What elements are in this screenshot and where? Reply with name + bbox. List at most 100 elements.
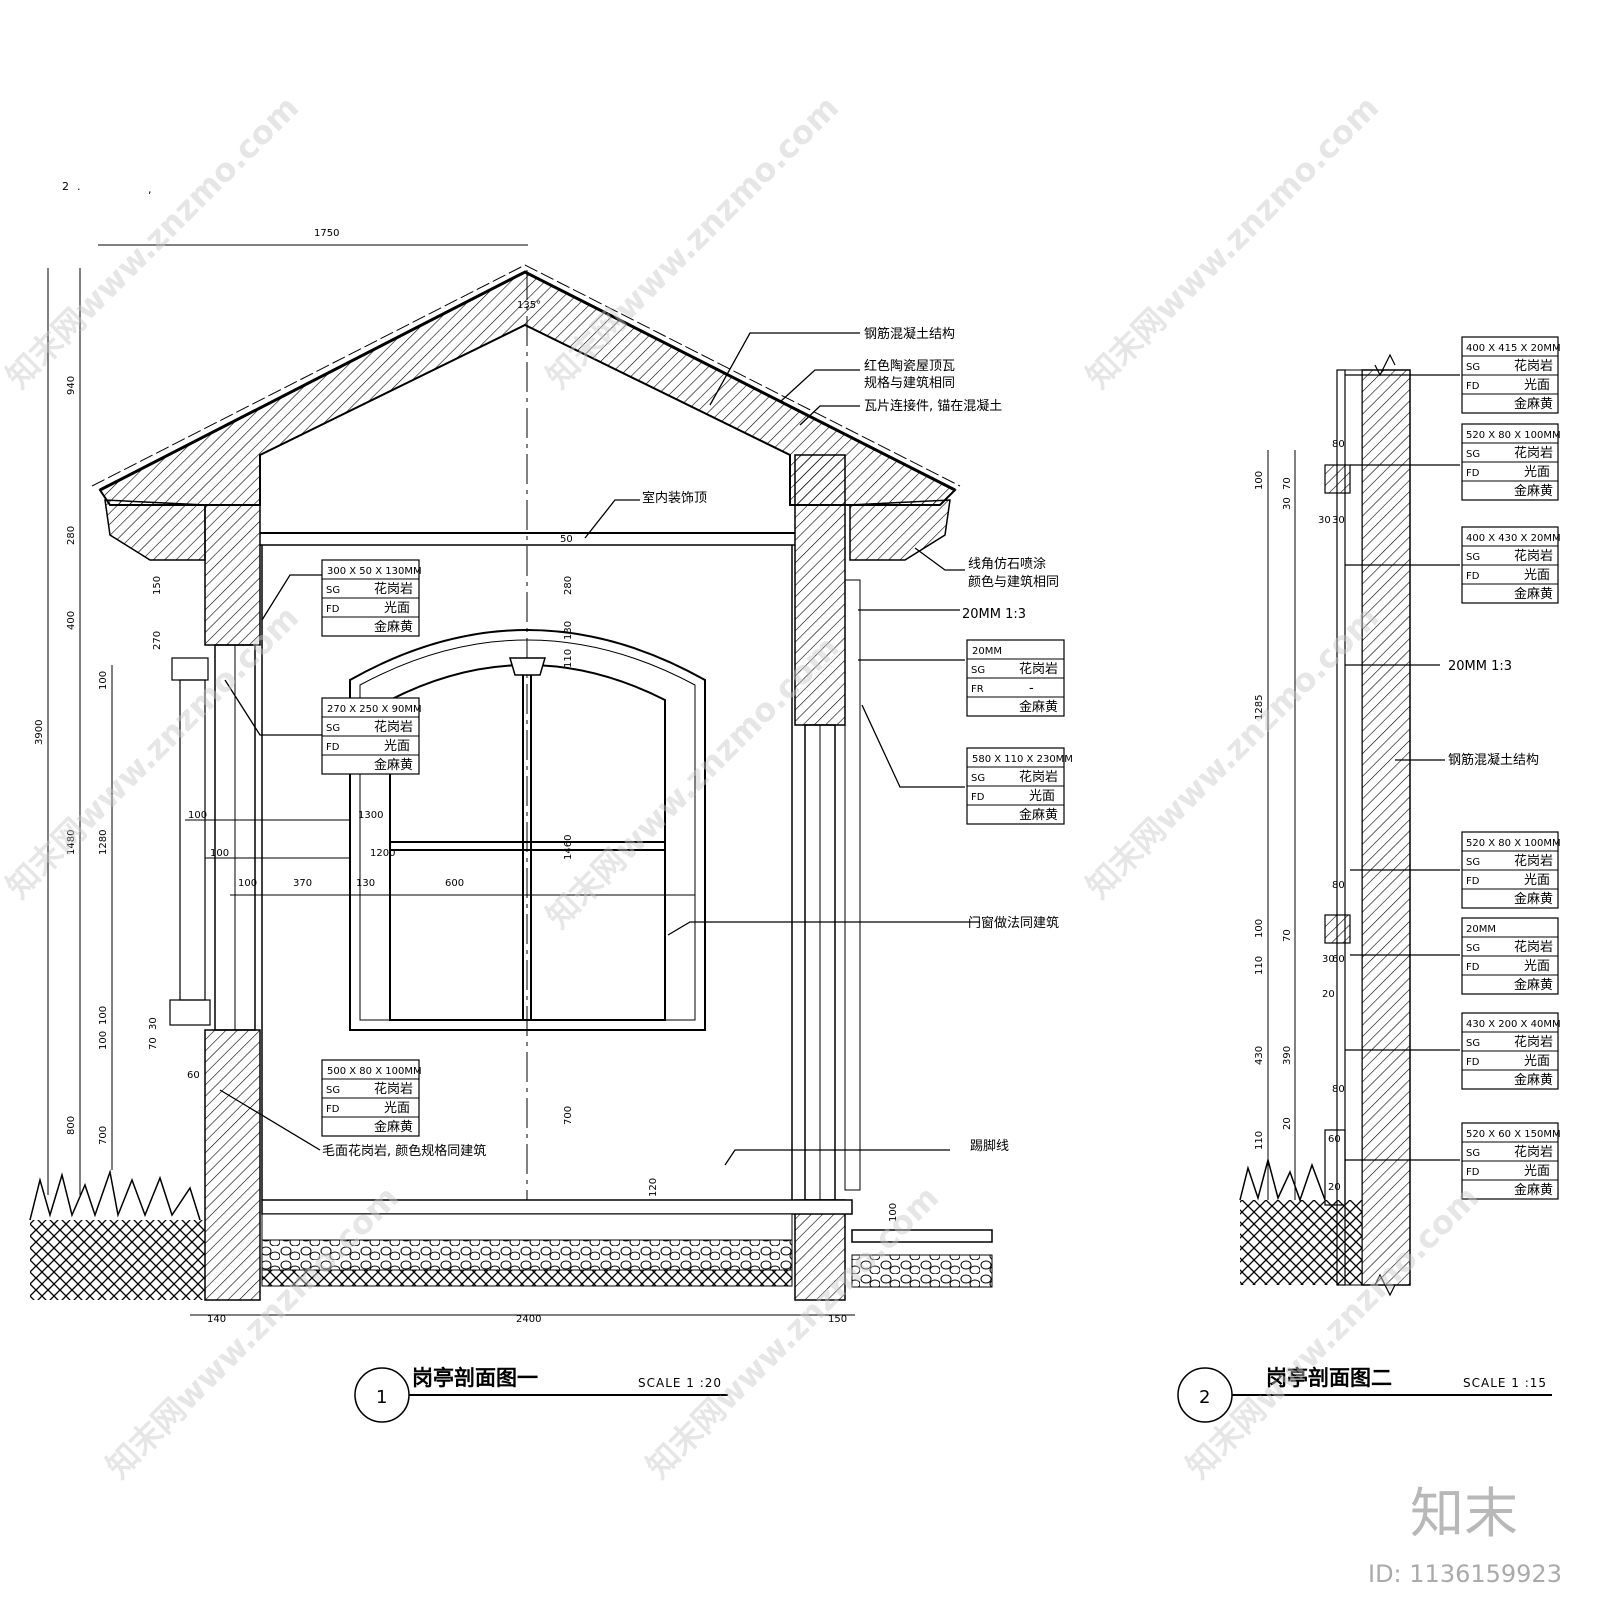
dim-window-w-6: 130 [356, 878, 375, 889]
svg-text:金麻黄: 金麻黄 [374, 757, 413, 773]
svg-text:花岗岩: 花岗岩 [1019, 661, 1058, 677]
right-eave [849, 499, 951, 561]
section-2-break-line-top [1374, 353, 1396, 377]
image-id: ID: 1136159923 [1368, 1560, 1562, 1588]
note-rc-structure: 钢筋混凝土结构 [864, 326, 955, 342]
svg-text:光面: 光面 [1524, 568, 1550, 583]
s2-dim-left2-0: 70 [1282, 477, 1293, 490]
svg-text:FD: FD [1466, 1057, 1480, 1068]
note-cornice-1: 线角仿石喷涂 [968, 556, 1046, 572]
dim-window-h-0: 280 [563, 576, 574, 595]
svg-text:SG: SG [971, 773, 985, 784]
section-2-mortar [1344, 369, 1363, 1286]
section-2-rc-wall [1361, 369, 1411, 1286]
section-2-grass [1239, 1157, 1326, 1203]
svg-text:FD: FD [1466, 381, 1480, 392]
dim-small-1: 30 [148, 1017, 159, 1030]
dim-left-2: 400 [66, 611, 77, 630]
svg-text:FD: FD [326, 1104, 340, 1115]
svg-text:SG: SG [326, 585, 340, 596]
section-2-band-lower [1324, 914, 1351, 944]
dim-small-2: 60 [187, 1070, 200, 1081]
window-arch-outer [349, 629, 706, 1031]
svg-text:520 X 80 X 100MM: 520 X 80 X 100MM [1466, 838, 1561, 849]
svg-text:580 X 110 X 230MM: 580 X 110 X 230MM [972, 754, 1073, 765]
dim-left-3: 1480 [66, 830, 77, 855]
svg-text:花岗岩: 花岗岩 [374, 1081, 413, 1097]
dim-top-width: 1750 [314, 228, 339, 239]
svg-text:光面: 光面 [1524, 873, 1550, 888]
s2-dim-left-0: 100 [1254, 471, 1265, 490]
svg-text:270 X 250 X 90MM: 270 X 250 X 90MM [327, 704, 422, 715]
svg-text:光面: 光面 [384, 1101, 410, 1116]
svg-text:光面: 光面 [1524, 1164, 1550, 1179]
dim-left2-6: 700 [98, 1126, 109, 1145]
svg-text:SG: SG [1466, 943, 1480, 954]
section-2-drawing [1239, 353, 1411, 1297]
svg-text:FD: FD [971, 792, 985, 803]
section-1-number: 1 [376, 1387, 387, 1408]
svg-text:花岗岩: 花岗岩 [1019, 769, 1058, 785]
dim-window-w-0: 100 [188, 810, 207, 821]
note-skirting: 踢脚线 [970, 1138, 1009, 1154]
svg-text:20MM: 20MM [972, 646, 1002, 657]
svg-text:花岗岩: 花岗岩 [1514, 358, 1553, 374]
note-granite: 毛面花岗岩, 颜色规格同建筑 [322, 1143, 486, 1159]
roof-tiles [99, 270, 956, 492]
section-1-leaders [219, 332, 980, 1166]
svg-text:FD: FD [1466, 468, 1480, 479]
section-1-drawing [29, 264, 993, 1301]
svg-text:520 X 60 X 150MM: 520 X 60 X 150MM [1466, 1129, 1561, 1140]
section-1-dimensions [47, 244, 855, 1316]
watermark-text: 知末网www.znzmo.com [1079, 598, 1386, 905]
svg-text:金麻黄: 金麻黄 [374, 1119, 413, 1135]
floor-concrete [261, 1213, 793, 1241]
header-mark-1: 2 [62, 180, 69, 193]
keystone [508, 657, 547, 676]
s2-dim-left-3: 110 [1254, 956, 1265, 975]
svg-text:SG: SG [1466, 1038, 1480, 1049]
svg-text:金麻黄: 金麻黄 [1514, 891, 1553, 907]
svg-text:SG: SG [1466, 857, 1480, 868]
s2-dim-left-5: 110 [1254, 1131, 1265, 1150]
svg-text:SG: SG [326, 1085, 340, 1096]
s2-dim-small-7: 80 [1332, 1084, 1345, 1095]
svg-text:SG: SG [1466, 552, 1480, 563]
dim-floor-1: 100 [888, 1203, 899, 1222]
svg-text:金麻黄: 金麻黄 [374, 619, 413, 635]
s2-dim-small-5: 60 [1332, 954, 1345, 965]
dim-left2-2: 100 [98, 671, 109, 690]
dim-bottom-0: 140 [207, 1314, 226, 1325]
svg-text:FD: FD [1466, 571, 1480, 582]
s2-dim-small-0: 80 [1332, 439, 1345, 450]
svg-text:花岗岩: 花岗岩 [1514, 445, 1553, 461]
s2-dim-small-4: 30 [1322, 954, 1335, 965]
dim-window-h-3: 1460 [563, 835, 574, 860]
s2-dim-left-4: 430 [1254, 1046, 1265, 1065]
left-cap [171, 657, 209, 681]
right-cladding [844, 579, 861, 1191]
right-wall-base [794, 1199, 846, 1301]
svg-text:光面: 光面 [384, 601, 410, 616]
section-2-band-upper [1324, 464, 1351, 494]
window-arch-mid [359, 639, 696, 1021]
dim-left2-0: 150 [152, 576, 163, 595]
svg-text:金麻黄: 金麻黄 [1019, 807, 1058, 823]
dim-window-w-4: 100 [238, 878, 257, 889]
section-2-dimensions [1267, 450, 1296, 1200]
dim-window-h-4: 700 [563, 1106, 574, 1125]
section-1-title: 岗亭剖面图一 [412, 1366, 538, 1390]
dim-window-w-3: 1200 [370, 848, 395, 859]
s2-note-mortar: 20MM 1:3 [1448, 659, 1512, 674]
exterior-paving [851, 1229, 993, 1243]
s2-dim-left2-4: 20 [1282, 1117, 1293, 1130]
svg-text:20MM: 20MM [1466, 924, 1496, 935]
note-roof-tile-1: 红色陶瓷屋顶瓦 [864, 358, 955, 374]
floor-soil [261, 1269, 793, 1287]
